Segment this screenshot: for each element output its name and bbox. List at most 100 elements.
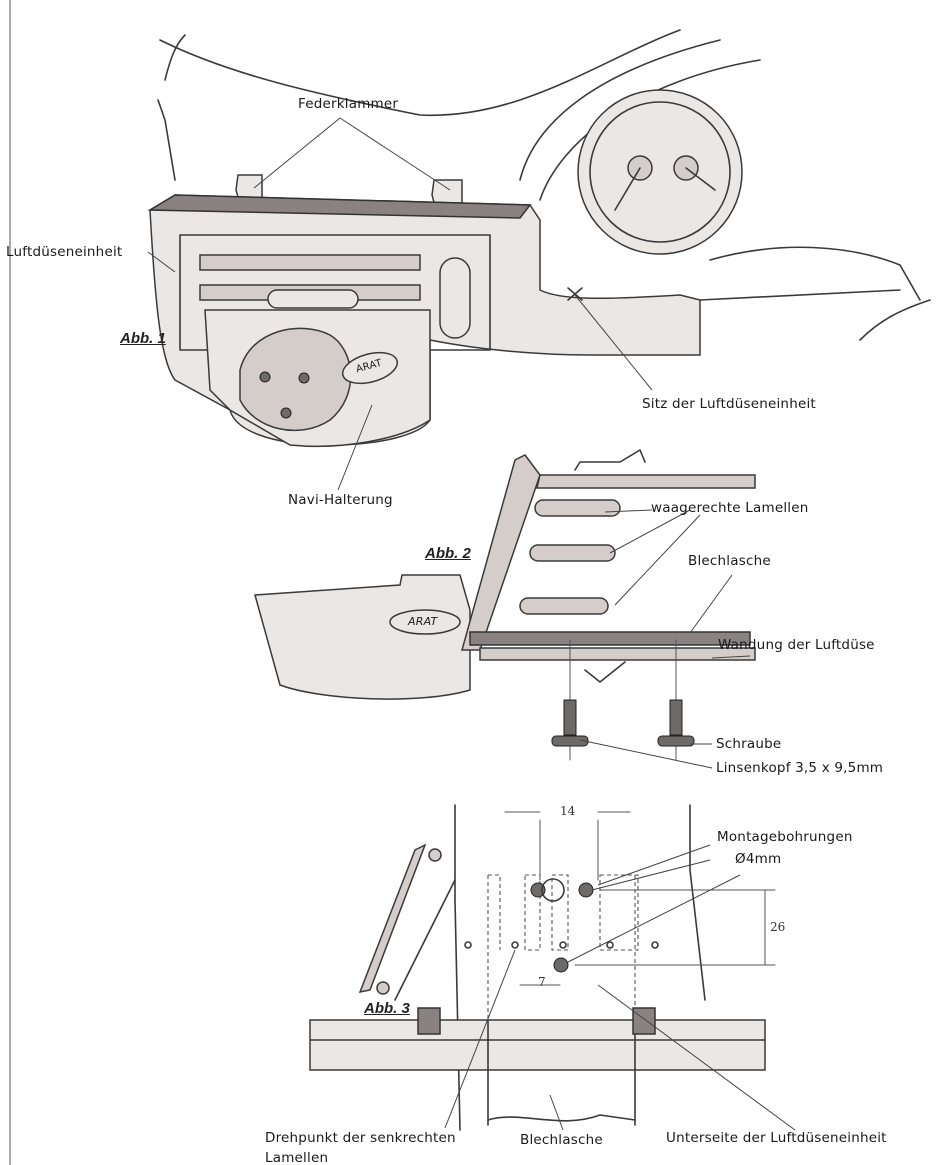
gauge-needle-right: [685, 167, 716, 191]
label-diameter-4mm: Ø4mm: [735, 851, 782, 867]
pivot-dot-4: [606, 941, 614, 949]
slot-hidden-4: [599, 874, 639, 951]
abb1-dashboard-sketch: [9, 0, 931, 1165]
unit-side-slope: [394, 879, 456, 1001]
label-drehpunkt: Drehpunkt der senkrechten: [265, 1130, 456, 1146]
label-blechlasche-top: Blechlasche: [688, 553, 771, 569]
abb3-bottom-view-sketch: [309, 804, 796, 1131]
leader-lamellen-1: [604, 509, 653, 513]
dimension-26: 26: [770, 920, 786, 934]
dash-upper-contour: [159, 29, 681, 117]
leader-lamellen-2: [609, 509, 691, 554]
label-navi-halterung: Navi-Halterung: [288, 492, 393, 508]
slot-hidden-1: [488, 874, 501, 950]
label-linsenkopf: Linsenkopf 3,5 x 9,5mm: [716, 760, 884, 776]
sheet-tab-hidden-edges: [487, 875, 636, 1020]
dash-right-curve: [859, 299, 931, 341]
lever-knob-top: [428, 848, 442, 862]
label-wandung: Wandung der Luftdüse: [718, 637, 875, 653]
mount-screw-3: [280, 407, 292, 419]
mount-hole-2: [578, 882, 594, 898]
screw-shaft-1: [563, 699, 577, 736]
label-montagebohrungen: Montagebohrungen: [717, 829, 853, 845]
sheet-tab-break: [487, 1114, 636, 1122]
vent-louver-1: [199, 254, 421, 271]
speedometer-outer: [577, 89, 743, 255]
leader-linsenkopf: [579, 739, 713, 769]
leader-unterseite: [597, 984, 796, 1131]
vent-slider: [267, 289, 359, 309]
label-luftduseneinheit: Luftdüseneinheit: [6, 244, 123, 260]
side-lever: [358, 843, 427, 994]
leader-federklammer-right: [339, 117, 451, 191]
clip-bottom-left: [417, 1007, 441, 1035]
vent-opening-frame: [179, 234, 491, 351]
pivot-dot-3: [559, 941, 567, 949]
screw-head-1: [551, 735, 589, 747]
arat-logo-badge-2: [389, 609, 461, 635]
spring-clip-side: [574, 449, 646, 471]
leader-montage-3: [567, 874, 741, 963]
louver-side-1: [534, 499, 621, 517]
label-federklammer: Federklammer: [298, 96, 399, 112]
leader-luftduseneinheit: [147, 251, 176, 273]
abb2-section-sketch: [254, 449, 756, 769]
check-mark: [584, 661, 626, 683]
unit-left-side: [454, 804, 461, 1131]
dimension-14: 14: [560, 804, 576, 818]
lever-knob-bottom: [376, 981, 390, 995]
mount-hole-1: [530, 882, 546, 898]
figure-caption-abb1: Abb. 1: [120, 330, 166, 347]
speedometer-inner: [589, 101, 731, 243]
label-drehpunkt-lamellen: Lamellen: [265, 1150, 329, 1165]
navi-holder-side: [254, 574, 471, 700]
mount-screw-1: [259, 371, 271, 383]
leader-navi-halterung: [337, 404, 373, 491]
mount-screw-2: [298, 372, 310, 384]
leader-sitz: [574, 294, 653, 391]
leader-montage-2: [591, 859, 711, 891]
vent-top-plate: [536, 474, 756, 489]
mount-hole-3: [553, 957, 569, 973]
base-strip: [309, 1019, 766, 1071]
label-waagerechte-lamellen: waagerechte Lamellen: [651, 500, 809, 516]
arat-logo-badge-1: [341, 351, 399, 385]
gauge-needle-left: [614, 167, 641, 211]
label-unterseite: Unterseite der Luftdüseneinheit: [666, 1130, 887, 1146]
figure-caption-abb2: Abb. 2: [425, 545, 471, 562]
louver-side-3: [519, 597, 609, 615]
vent-wall-strip: [479, 647, 756, 661]
seat-mark-x: [567, 287, 583, 301]
clip-bottom-right: [632, 1007, 656, 1035]
center-boss: [541, 878, 565, 902]
label-sitz-luftduseneinheit: Sitz der Luftdüseneinheit: [642, 396, 816, 412]
screw-shaft-2: [669, 699, 683, 736]
label-blechlasche-bottom: Blechlasche: [520, 1132, 603, 1148]
louver-side-2: [529, 544, 616, 562]
dash-right-panel: [709, 246, 921, 301]
leader-drehpunkt: [444, 949, 516, 1129]
unit-right-side: [689, 804, 706, 1001]
leader-wandung: [711, 655, 751, 659]
dash-cluster-hood-2: [519, 39, 721, 181]
vent-wall-vertical: [461, 454, 541, 651]
dim-26-extensions: [574, 889, 776, 966]
vent-unit-top-edge: [147, 194, 532, 219]
pivot-dot-1: [464, 941, 472, 949]
vent-thumbwheel: [439, 257, 471, 339]
dash-left-curl: [164, 34, 186, 81]
figure-caption-abb3: Abb. 3: [364, 1000, 410, 1017]
dimension-7: 7: [538, 975, 546, 989]
label-schraube: Schraube: [716, 736, 782, 752]
dim-14-extensions: [539, 819, 599, 881]
leader-blechlasche-top: [689, 574, 733, 634]
sheet-tab-visible-edges: [487, 1019, 636, 1126]
dash-right-panel-low: [699, 289, 901, 301]
pivot-dot-5: [651, 941, 659, 949]
logo-text-arat-2: ARAT: [408, 615, 438, 628]
slot-hidden-2: [524, 874, 541, 951]
leader-lamellen-3: [614, 514, 701, 606]
leader-montage-1: [597, 844, 711, 886]
